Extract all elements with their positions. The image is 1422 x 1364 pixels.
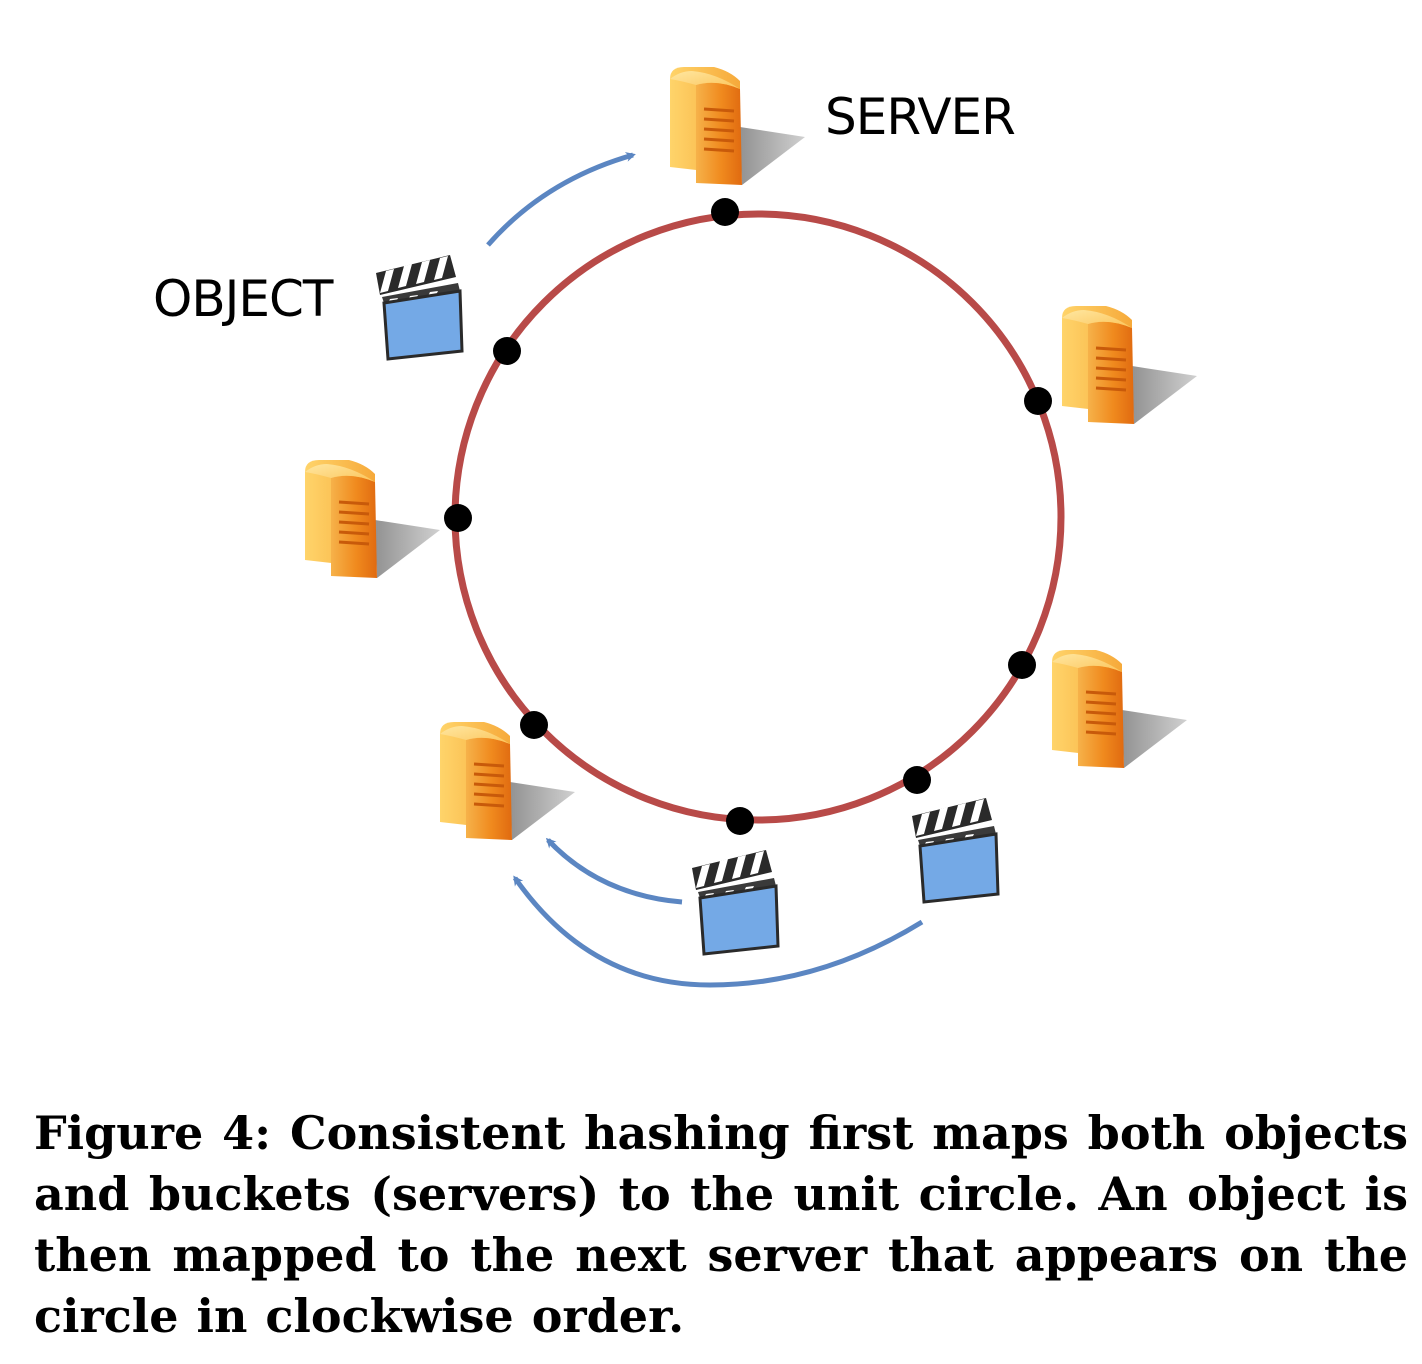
hash-point-server-top (711, 198, 739, 226)
server-icon (1060, 304, 1199, 426)
mapping-arrow-right-object-to-server (512, 875, 924, 988)
consistent-hashing-diagram (303, 65, 1199, 988)
mapping-arrow-object-to-top-server (486, 152, 636, 247)
hash-point-server-right-lower (1008, 651, 1036, 679)
mapping-arrow-bottom-object-to-server (545, 837, 683, 905)
figure-caption: Figure 4: Consistent hashing first maps … (34, 1106, 1408, 1343)
server-icon (1050, 648, 1189, 770)
server-icon (303, 458, 442, 580)
object-icon (910, 796, 1000, 904)
object-icon (374, 253, 464, 361)
hash-point-server-lower-left (520, 711, 548, 739)
hash-point-server-right-upper (1024, 387, 1052, 415)
hash-point-object-bottom (726, 807, 754, 835)
server-label: SERVER (825, 88, 1016, 146)
object-icon (690, 848, 780, 956)
hash-point-object-upper-left (493, 337, 521, 365)
object-label: OBJECT (153, 270, 333, 328)
hash-point-object-lower-right (903, 766, 931, 794)
server-icon (668, 65, 807, 187)
hash-point-server-left (444, 504, 472, 532)
